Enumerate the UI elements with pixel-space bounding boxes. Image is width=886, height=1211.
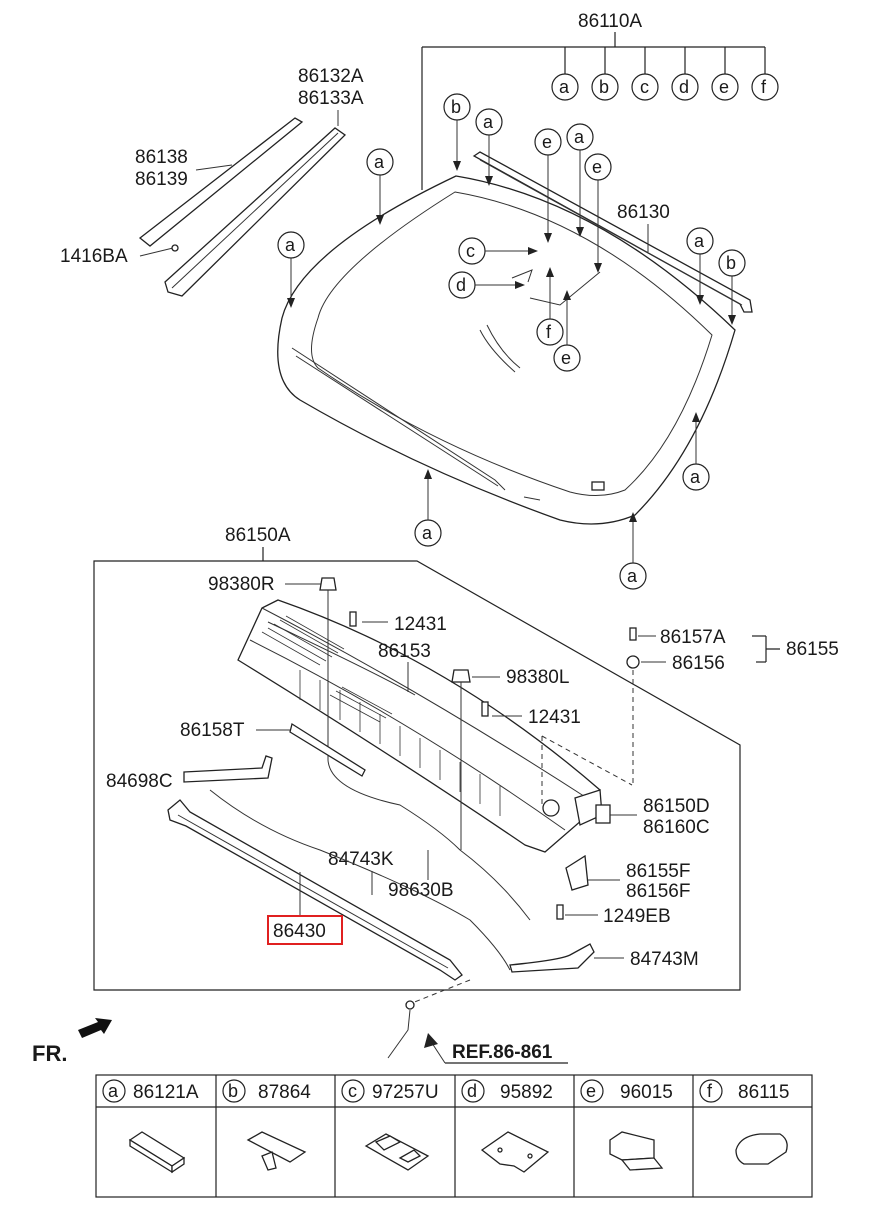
windshield-glass: 86130 [277, 151, 753, 525]
legend-code: 86121A [133, 1082, 199, 1103]
hose-m-label: 84743M [630, 949, 699, 970]
callout-letter: d [456, 275, 466, 295]
legend-part-b [246, 1131, 307, 1171]
callout-letter: a [627, 566, 638, 586]
legend-code: 96015 [620, 1082, 673, 1103]
cover-label: 86153 [378, 641, 431, 662]
front-arrow-icon [78, 1018, 112, 1038]
front-label: FR. [32, 1041, 67, 1066]
hose-b-label: 84743K [328, 849, 394, 870]
bracket-b-label: 86160C [643, 817, 710, 838]
grommet-b-label: 86156 [672, 653, 725, 674]
top-moulding-label: 86130 [617, 202, 670, 223]
seal-label: 86158T [180, 720, 245, 741]
moulding-label-b: 86133A [298, 88, 364, 109]
callout-letter: a [690, 467, 701, 487]
callout-letter: e [719, 77, 729, 97]
legend-part-e [609, 1131, 664, 1171]
legend-letter: b [228, 1081, 238, 1101]
screw-r-label: 12431 [394, 614, 447, 635]
callout-letter: e [561, 348, 571, 368]
bracket-a-label: 86150D [643, 796, 710, 817]
legend-part-a [128, 1131, 186, 1174]
cowl-labels: 98380R 12431 86153 98380L 12431 86158T 8… [106, 574, 839, 981]
legend-code: 86115 [738, 1082, 789, 1103]
screw-label: 1416BA [60, 246, 128, 267]
nozzle-l-label: 98380L [506, 667, 569, 688]
callout-letter: a [285, 235, 296, 255]
legend-code: 87864 [258, 1082, 311, 1103]
bolt-label: 1249EB [603, 906, 671, 927]
clip-label-a: 86138 [135, 147, 188, 168]
callout-letter: f [761, 77, 767, 97]
legend-code: 97257U [372, 1082, 439, 1103]
highlight-part-label[interactable]: 86430 [273, 921, 326, 942]
callout-letter: a [422, 523, 433, 543]
screw-l-label: 12431 [528, 707, 581, 728]
callout-letter: b [451, 97, 461, 117]
hose-a-label: 84698C [106, 771, 173, 792]
nozzle-r-label: 98380R [208, 574, 275, 595]
callout-letter: a [483, 112, 494, 132]
clip-b-label: 86156F [626, 881, 690, 902]
callout-letter: a [574, 127, 585, 147]
callout-letter: a [559, 77, 570, 97]
windshield-callouts: a a b a e a e c d f e a b a a a [277, 93, 746, 590]
legend-letter: d [467, 1081, 477, 1101]
clip-a-label: 86155F [626, 861, 690, 882]
cowl-assy-callout: 86150A [93, 525, 741, 991]
part-highlight-box [267, 915, 343, 945]
cowl-assy-label: 86150A [225, 525, 291, 546]
callout-letter: a [694, 231, 705, 251]
grommet-assy-label: 86155 [786, 639, 839, 660]
moulding-label-a: 86132A [298, 66, 364, 87]
callout-letter: b [599, 77, 609, 97]
callout-letter: b [726, 253, 736, 273]
grommet-a-label: 86157A [660, 627, 726, 648]
windshield-assy-label: 86110A [578, 11, 642, 32]
windshield-assy-callout: 86110A a b c d e f [421, 11, 779, 190]
callout-letter: c [466, 241, 475, 261]
legend-part-d [480, 1131, 550, 1173]
legend-letter: c [348, 1081, 357, 1101]
callout-letter: e [592, 157, 602, 177]
callout-letter: c [640, 77, 649, 97]
legend-part-c [364, 1133, 430, 1171]
ref-label[interactable]: REF.86-861 [452, 1042, 553, 1063]
legend-letter: a [108, 1081, 119, 1101]
legend-table: a 86121A b 87864 c 97257U d 95892 e 9601… [95, 1074, 813, 1198]
callout-letter: e [542, 132, 552, 152]
ref-section: REF.86-861 FR. [32, 979, 568, 1066]
clip-label-b: 86139 [135, 169, 188, 190]
upper-moulding: 86132A 86133A 86138 86139 1416BA [60, 66, 364, 297]
legend-letter: e [586, 1081, 596, 1101]
legend-part-f [735, 1133, 788, 1165]
callout-letter: f [546, 322, 552, 342]
callout-letter: a [374, 152, 385, 172]
legend-code: 95892 [500, 1082, 553, 1103]
legend-letter: f [707, 1081, 713, 1101]
hose-c-label: 98630B [388, 880, 454, 901]
callout-letter: d [679, 77, 689, 97]
